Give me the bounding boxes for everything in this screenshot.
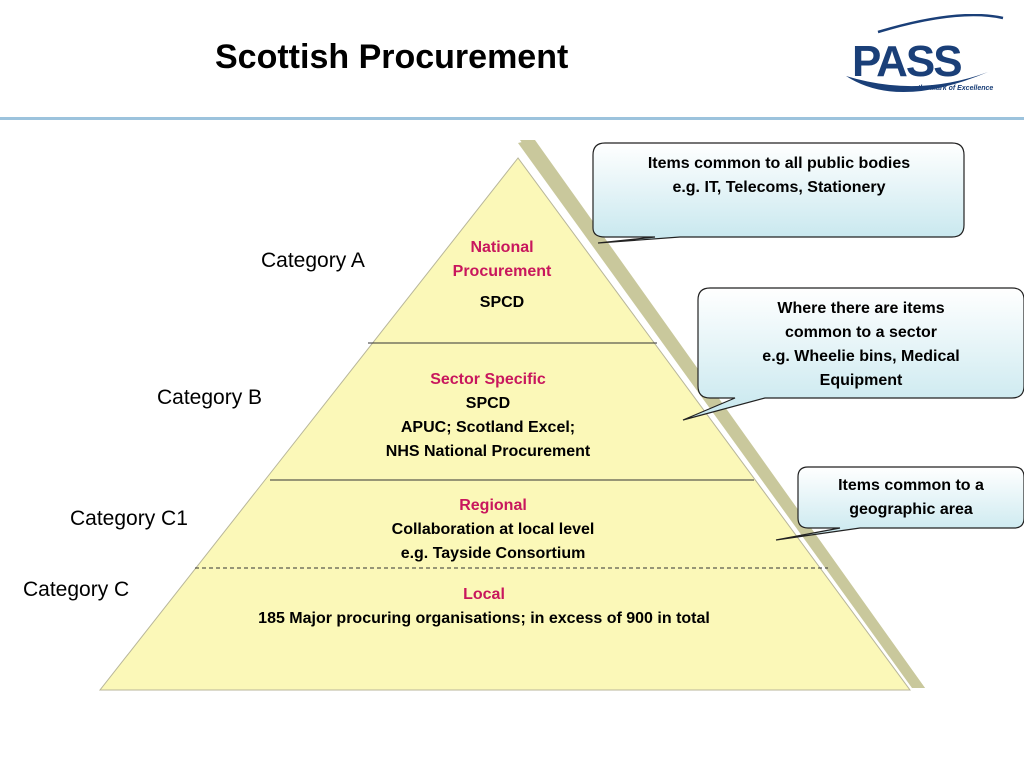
callout-a-shape	[592, 142, 965, 244]
tier-regional-heading: Regional	[459, 497, 527, 514]
logo-text: PASS	[852, 37, 961, 86]
logo-swoosh-arc	[877, 14, 1004, 34]
tier-national: National Procurement SPCD	[427, 236, 577, 315]
category-c1-label: Category C1	[70, 507, 188, 530]
category-c-label: Category C	[23, 578, 130, 601]
callout-geographic: Items common to a geographic area	[798, 474, 1024, 522]
callout-line: e.g. Wheelie bins, Medical	[762, 348, 960, 365]
tier-sector-line: NHS National Procurement	[385, 443, 591, 460]
logo-swoosh	[846, 72, 988, 93]
callout-line: geographic area	[849, 501, 973, 518]
callout-line: Equipment	[819, 372, 903, 389]
tier-sector-line: SPCD	[465, 395, 511, 412]
tier-regional-line: Collaboration at local level	[391, 521, 595, 538]
callout-line: e.g. IT, Telecoms, Stationery	[672, 179, 886, 196]
callout-line: Where there are items	[777, 300, 945, 317]
page-title: Scottish Procurement	[215, 38, 569, 76]
pass-logo: PASS	[846, 14, 1004, 93]
tier-sector: Sector Specific SPCD APUC; Scotland Exce…	[386, 368, 590, 464]
logo-tagline: ...the Mark of Excellence	[912, 85, 994, 92]
header-divider	[0, 117, 1024, 120]
callout-c-shape	[775, 466, 1024, 541]
tier-sector-line: APUC; Scotland Excel;	[400, 419, 576, 436]
tier-sector-heading: Sector Specific	[430, 371, 546, 388]
callout-line: Items common to all public bodies	[647, 155, 911, 172]
tier-national-line: SPCD	[479, 294, 525, 311]
callout-sector: Where there are items common to a sector…	[698, 297, 1024, 393]
tier-regional-line: e.g. Tayside Consortium	[400, 545, 586, 562]
tier-regional: Regional Collaboration at local level e.…	[392, 494, 595, 566]
category-b-label: Category B	[157, 386, 263, 409]
callout-line: Items common to a	[838, 477, 984, 494]
callout-b-shape	[682, 287, 1024, 421]
callout-all-bodies: Items common to all public bodies e.g. I…	[596, 152, 962, 200]
pyramid-shadow-face	[518, 140, 925, 688]
tier-local: Local 185 Major procuring organisations;…	[258, 583, 710, 631]
tier-local-heading: Local	[463, 586, 505, 603]
category-a-label: Category A	[261, 249, 365, 272]
callout-line: common to a sector	[784, 324, 938, 341]
tier-national-heading: National Procurement	[452, 239, 552, 280]
tier-local-line: 185 Major procuring organisations; in ex…	[258, 610, 710, 627]
pyramid-body	[98, 157, 911, 691]
